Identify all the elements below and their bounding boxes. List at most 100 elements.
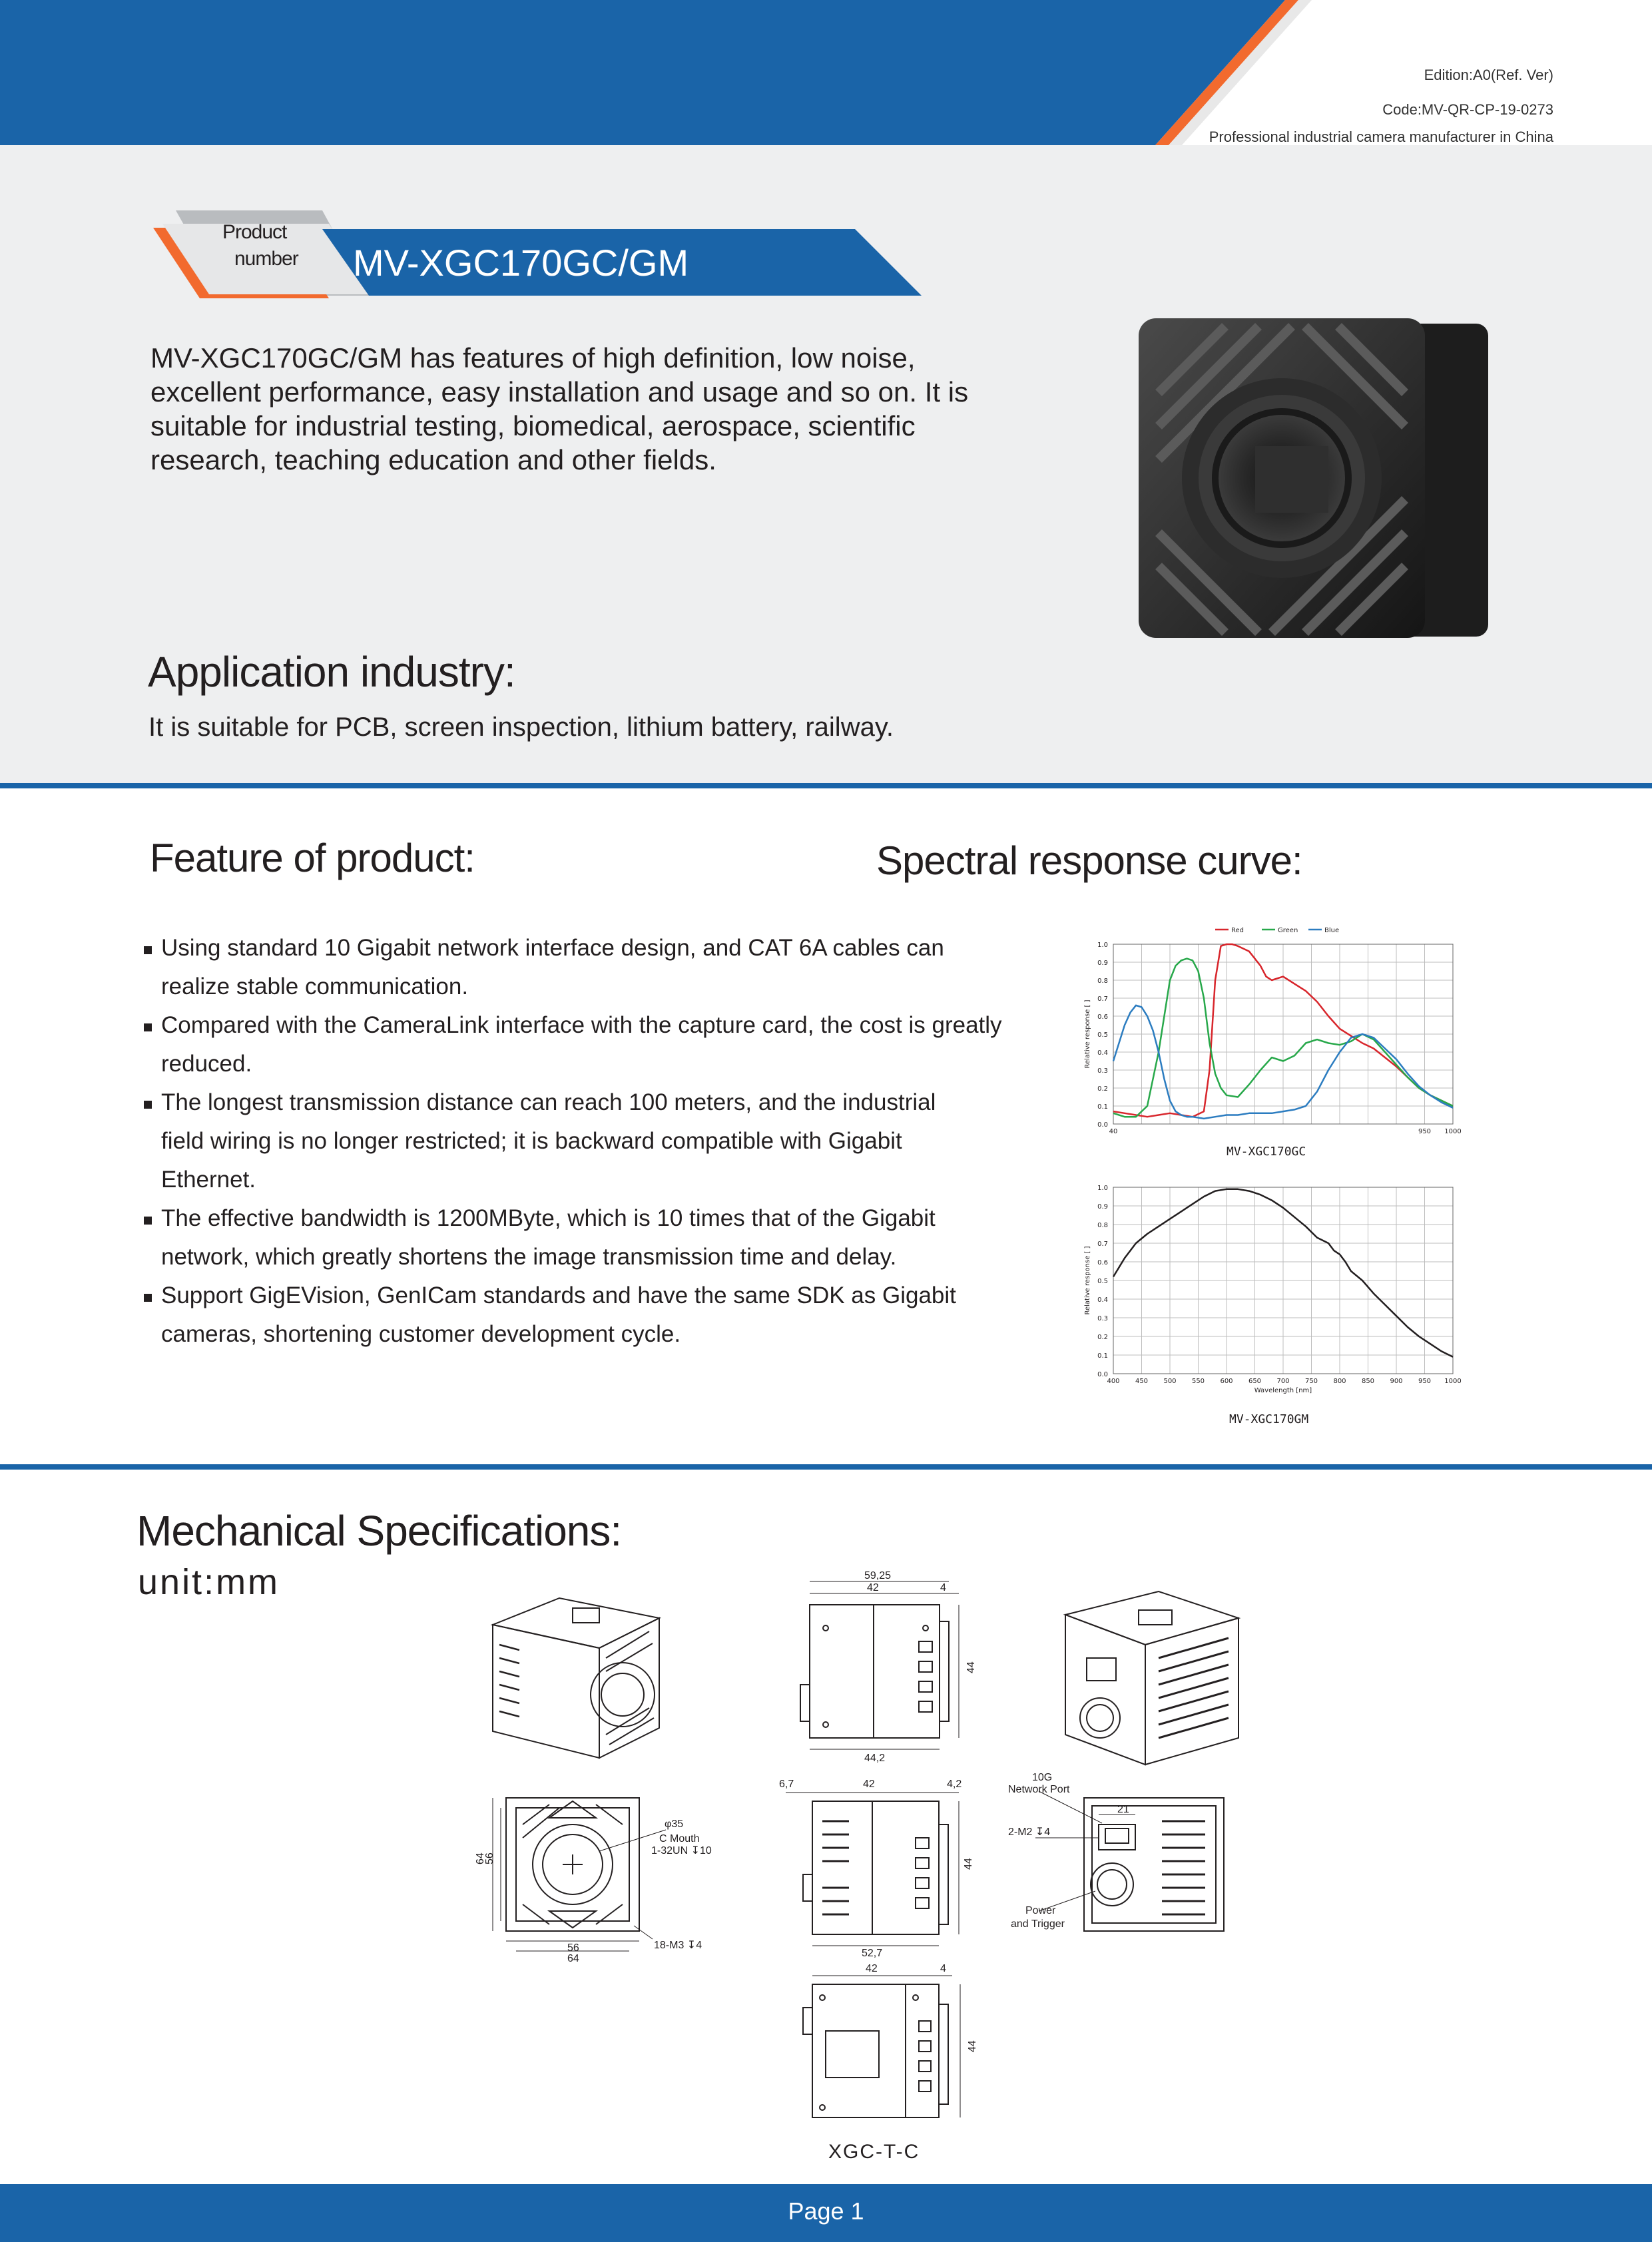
x-tick-label: 600: [1220, 1378, 1233, 1385]
features-title: Feature of product:: [150, 836, 475, 880]
product-tag-graphic: [153, 210, 922, 298]
dim-front-56h: 56: [567, 1942, 579, 1954]
application-text: It is suitable for PCB, screen inspectio…: [148, 712, 894, 742]
dim-mid-67: 6,7: [779, 1779, 794, 1790]
y-tick-label: 0.8: [1097, 1222, 1108, 1229]
product-label-2: number: [234, 248, 299, 270]
intro-paragraph: MV-XGC170GC/GM has features of high defi…: [150, 341, 989, 477]
side-view-top-drawing: 59,25 42 4 44 44,2: [786, 1568, 985, 1768]
dim-bot-42: 42: [866, 1963, 878, 1974]
header-graphic: [0, 0, 1652, 145]
section-divider: [0, 1464, 1652, 1470]
y-tick-label: 0.2: [1097, 1334, 1108, 1341]
side-view-bottom-drawing: 42 4 44: [786, 1961, 979, 2134]
y-tick-label: 0.1: [1097, 1352, 1108, 1360]
dim-top-442: 44,2: [864, 1753, 885, 1764]
bullet-square-icon: [144, 946, 152, 954]
x-tick-label: 950: [1418, 1378, 1431, 1385]
dim-front-holes: 18-M3 ↧4: [654, 1940, 702, 1951]
feature-item: The effective bandwidth is 1200MByte, wh…: [141, 1199, 1020, 1276]
spectral-title: Spectral response curve:: [876, 838, 1303, 883]
rear-power-1: Power: [1025, 1905, 1056, 1916]
rear-port-1: 10G: [1032, 1772, 1052, 1783]
series-line: [1112, 1188, 1454, 1358]
dim-bot-4: 4: [940, 1963, 946, 1974]
legend-label: Green: [1278, 927, 1298, 934]
y-tick-label: 0.6: [1097, 1259, 1108, 1266]
chart-color-caption: MV-XGC170GC: [1227, 1145, 1306, 1159]
dim-front-64h: 64: [567, 1953, 579, 1964]
tagline-text: Professional industrial camera manufactu…: [1209, 129, 1553, 145]
mechanical-title: Mechanical Specifications:: [137, 1507, 622, 1555]
legend-label: Blue: [1324, 927, 1339, 934]
y-tick-label: 0.9: [1097, 1203, 1108, 1211]
series-line: [1113, 943, 1454, 1118]
dim-mid-527: 52,7: [862, 1948, 882, 1958]
y-tick-label: 0.9: [1097, 960, 1108, 967]
x-tick-label: 400: [1107, 1378, 1119, 1385]
legend-label: Red: [1231, 927, 1244, 934]
y-axis-label: Relative response [ ]: [1084, 999, 1091, 1068]
edition-text: Edition:A0(Ref. Ver): [1424, 67, 1553, 83]
y-tick-label: 0.7: [1097, 1241, 1108, 1248]
code-text: Code:MV-QR-CP-19-0273: [1382, 101, 1553, 118]
rear-view-drawing: 10G Network Port 21 2-M2 ↧4 Power and Tr…: [999, 1771, 1239, 1944]
model-code-label: XGC-T-C: [828, 2141, 920, 2163]
y-tick-label: 0.7: [1097, 995, 1108, 1003]
dim-mid-42b: 4,2: [947, 1779, 962, 1790]
y-tick-label: 0.0: [1097, 1121, 1108, 1129]
bullet-square-icon: [144, 1023, 152, 1031]
y-tick-label: 0.6: [1097, 1013, 1108, 1021]
rear-m2: 2-M2 ↧4: [1008, 1826, 1050, 1838]
footer-bar: [0, 2184, 1652, 2242]
x-tick-label: 800: [1333, 1378, 1346, 1385]
application-title: Application industry:: [148, 648, 516, 696]
dim-front-64v: 64: [475, 1852, 486, 1864]
dim-front-mount2: 1-32UN ↧10: [651, 1845, 712, 1856]
x-tick-label: 500: [1163, 1378, 1176, 1385]
y-tick-label: 0.8: [1097, 978, 1108, 985]
bullet-square-icon: [144, 1294, 152, 1302]
product-label-1: Product: [222, 221, 287, 243]
feature-item: Support GigEVision, GenICam standards an…: [141, 1276, 1020, 1354]
series-line: [1112, 1004, 1454, 1120]
dim-bot-44: 44: [967, 2040, 978, 2052]
x-tick-label: 40: [1109, 1128, 1118, 1135]
intro-line: excellent performance, easy installation…: [150, 376, 969, 408]
x-tick-label: 950: [1418, 1128, 1431, 1135]
y-tick-label: 0.5: [1097, 1278, 1108, 1285]
dim-top-42: 42: [867, 1582, 879, 1593]
y-tick-label: 0.0: [1097, 1371, 1108, 1378]
x-tick-label: 450: [1135, 1378, 1148, 1385]
x-axis-label: Wavelength [nm]: [1254, 1387, 1312, 1394]
bullet-square-icon: [144, 1101, 152, 1109]
y-tick-label: 0.2: [1097, 1085, 1108, 1093]
page-number: Page 1: [788, 2197, 864, 2225]
unit-label: unit:mm: [138, 1562, 280, 1602]
intro-line: research, teaching education and other f…: [150, 444, 716, 475]
iso-front-drawing: [479, 1585, 679, 1765]
y-tick-label: 1.0: [1097, 1185, 1108, 1192]
y-tick-label: 0.3: [1097, 1315, 1108, 1322]
y-tick-label: 0.4: [1097, 1296, 1108, 1304]
chart-mono-caption: MV-XGC170GM: [1229, 1412, 1309, 1426]
y-tick-label: 0.4: [1097, 1049, 1108, 1057]
plot-frame: [1113, 944, 1454, 1125]
plot-frame: [1113, 1187, 1454, 1374]
feature-item: Compared with the CameraLink interface w…: [141, 1006, 1020, 1083]
dim-top-total: 59,25: [864, 1570, 891, 1581]
x-tick-label: 550: [1192, 1378, 1205, 1385]
camera-photo: [1132, 313, 1492, 646]
y-tick-label: 0.1: [1097, 1103, 1108, 1111]
section-divider: [0, 783, 1652, 788]
x-tick-label: 1000: [1444, 1378, 1461, 1385]
y-tick-label: 1.0: [1097, 942, 1108, 949]
feature-item: The longest transmission distance can re…: [141, 1083, 1020, 1199]
x-tick-label: 900: [1390, 1378, 1402, 1385]
chart-mono: 0.0 0.1 0.2 0.3 0.4 0.5 0.6 0.7 0.8 0.9 1.0 400 450 5…: [1059, 1175, 1472, 1405]
feature-list: Using standard 10 Gigabit network interf…: [141, 929, 1020, 1354]
x-tick-label: 850: [1362, 1378, 1374, 1385]
side-view-mid-drawing: 6,7 42 4,2 44 52,7: [772, 1771, 974, 1959]
x-tick-label: 1000: [1444, 1128, 1461, 1135]
